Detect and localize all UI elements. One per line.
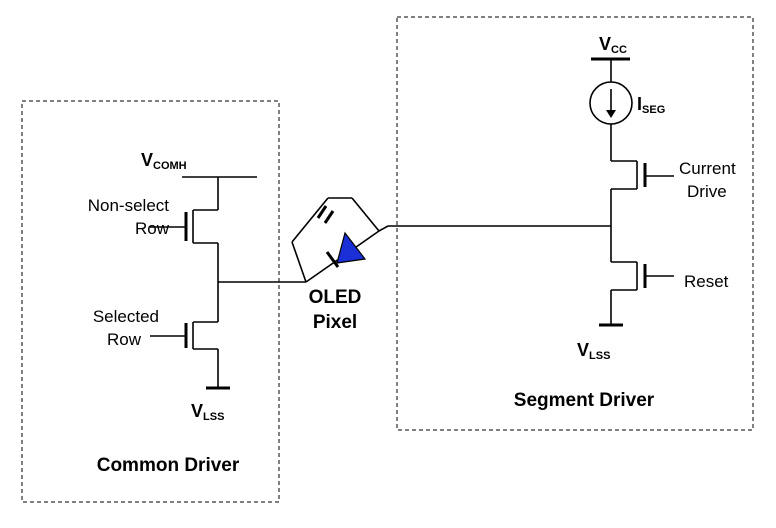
common-driver-title: Common Driver <box>97 455 240 476</box>
reset-transistor <box>611 261 674 291</box>
reset-label: Reset <box>684 272 729 291</box>
non-select-label-line2: Row <box>135 219 170 238</box>
vcomh-label: VCOMH <box>141 150 187 172</box>
selected-label-line2: Row <box>107 330 142 349</box>
segment-driver-box <box>396 16 754 431</box>
vcc-label: VCC <box>599 34 627 56</box>
current-drive-transistor <box>611 160 674 190</box>
wire <box>378 225 389 232</box>
current-drive-label-line1: Current <box>679 159 736 178</box>
oled-diode <box>325 231 367 268</box>
oled-label-line1: OLED <box>309 287 362 308</box>
common-driver-box <box>21 100 280 503</box>
current-drive-label-line2: Drive <box>687 182 727 201</box>
segment-driver-title: Segment Driver <box>514 390 655 411</box>
oled-label-line2: Pixel <box>313 312 357 333</box>
segment-driver-circuit <box>589 57 674 327</box>
non-select-label-line1: Non-select <box>88 196 170 215</box>
pixel-capacitor <box>316 205 335 224</box>
current-source <box>589 81 633 125</box>
common-vlss-label: VLSS <box>191 401 224 423</box>
segment-vlss-label: VLSS <box>577 340 610 362</box>
non-select-transistor <box>150 209 218 244</box>
common-driver-circuit <box>150 176 306 390</box>
selected-transistor <box>150 321 218 350</box>
selected-label-line1: Selected <box>93 307 159 326</box>
oled-pixel-circuit <box>291 197 611 283</box>
iseg-label: ISEG <box>637 94 665 116</box>
